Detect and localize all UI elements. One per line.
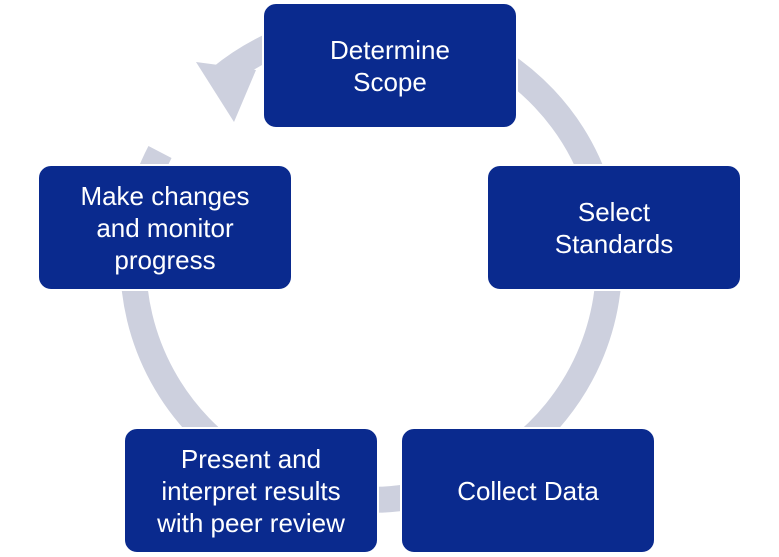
step-label: Make changes and monitor progress — [80, 180, 250, 275]
step-present-and-interpret-results: Present and interpret results with peer … — [123, 427, 379, 554]
step-label: Collect Data — [457, 475, 599, 506]
step-label: Determine Scope — [330, 34, 450, 97]
step-select-standards: Select Standards — [486, 164, 742, 291]
cycle-arrowhead — [196, 62, 256, 122]
step-collect-data: Collect Data — [400, 427, 656, 554]
step-make-changes-and-monitor: Make changes and monitor progress — [37, 164, 293, 291]
step-label: Select Standards — [554, 196, 674, 259]
step-determine-scope: Determine Scope — [262, 2, 518, 129]
step-label: Present and interpret results with peer … — [157, 443, 345, 538]
